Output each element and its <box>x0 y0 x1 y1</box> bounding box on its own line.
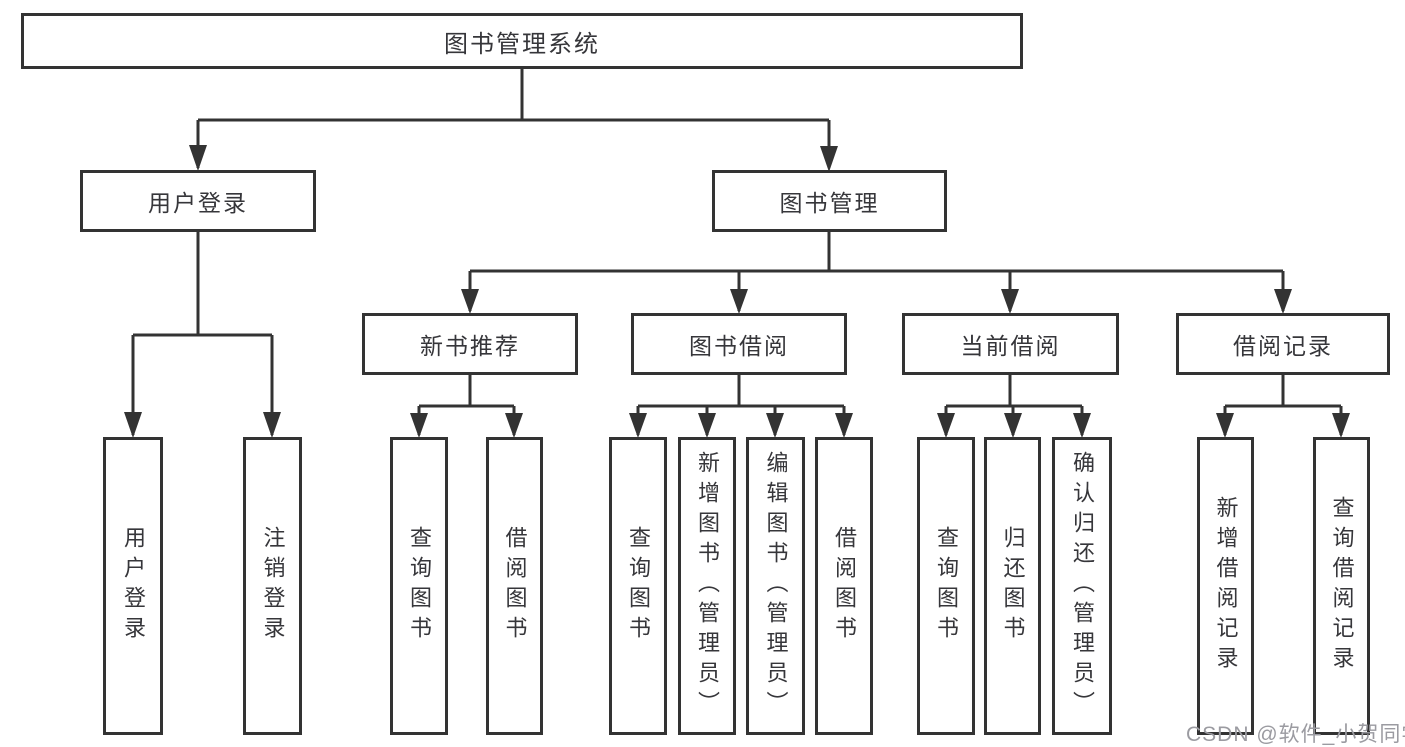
node-library-system: 图书管理系统 <box>21 13 1023 69</box>
node-user-login-label: 用户登录 <box>148 190 248 216</box>
node-book-management-label: 图书管理 <box>779 190 880 216</box>
leaf-current-return-books-label: 归还图书 <box>1000 526 1026 646</box>
node-current-borrow-label: 当前借阅 <box>960 333 1061 359</box>
node-user-login: 用户登录 <box>80 170 316 232</box>
node-borrow-records: 借阅记录 <box>1176 313 1390 375</box>
leaf-record-query-record: 查询借阅记录 <box>1313 437 1370 735</box>
leaf-borrow-borrow-books: 借阅图书 <box>815 437 873 735</box>
node-book-borrow: 图书借阅 <box>631 313 847 375</box>
leaf-newbook-query-books-label: 查询图书 <box>407 526 432 646</box>
node-library-system-label: 图书管理系统 <box>444 30 600 58</box>
leaf-current-confirm-return-admin: 确认归还（管理员） <box>1052 437 1112 735</box>
leaf-current-query-books-label: 查询图书 <box>934 526 959 646</box>
node-new-book-recommend: 新书推荐 <box>362 313 578 375</box>
node-book-borrow-label: 图书借阅 <box>689 333 789 359</box>
leaf-newbook-borrow-books: 借阅图书 <box>486 437 543 735</box>
leaf-logout-label: 注销登录 <box>260 526 286 646</box>
leaf-borrow-add-books-admin: 新增图书（管理员） <box>678 437 736 735</box>
leaf-borrow-edit-books-admin-label: 编辑图书（管理员） <box>763 451 789 721</box>
node-book-management: 图书管理 <box>712 170 947 232</box>
leaf-logout: 注销登录 <box>243 437 302 735</box>
leaf-record-add-record: 新增借阅记录 <box>1197 437 1254 735</box>
leaf-newbook-query-books: 查询图书 <box>390 437 448 735</box>
leaf-current-query-books: 查询图书 <box>917 437 975 735</box>
leaf-newbook-borrow-books-label: 借阅图书 <box>502 526 528 646</box>
leaf-record-query-record-label: 查询借阅记录 <box>1329 496 1355 676</box>
node-new-book-recommend-label: 新书推荐 <box>420 333 520 359</box>
csdn-watermark: CSDN @软件_小贺同学 <box>1186 723 1405 746</box>
leaf-current-return-books: 归还图书 <box>984 437 1041 735</box>
leaf-borrow-query-books-label: 查询图书 <box>626 526 651 646</box>
leaf-borrow-borrow-books-label: 借阅图书 <box>832 526 857 646</box>
node-borrow-records-label: 借阅记录 <box>1233 333 1333 359</box>
leaf-user-login-label: 用户登录 <box>121 526 146 646</box>
node-current-borrow: 当前借阅 <box>902 313 1119 375</box>
leaf-borrow-query-books: 查询图书 <box>609 437 667 735</box>
leaf-borrow-add-books-admin-label: 新增图书（管理员） <box>695 451 720 721</box>
leaf-current-confirm-return-admin-label: 确认归还（管理员） <box>1070 451 1095 721</box>
leaf-user-login: 用户登录 <box>103 437 163 735</box>
leaf-record-add-record-label: 新增借阅记录 <box>1213 496 1239 676</box>
leaf-borrow-edit-books-admin: 编辑图书（管理员） <box>746 437 805 735</box>
